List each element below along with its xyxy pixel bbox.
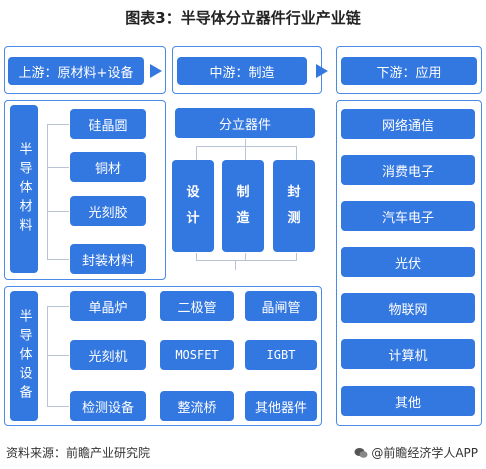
process-char: 设 (186, 185, 200, 200)
arrow-right-icon (316, 64, 328, 78)
mid-head: 分立器件 (175, 108, 315, 138)
device-item: 整流桥 (160, 391, 234, 421)
materials-item-label: 硅晶圆 (88, 118, 128, 134)
brand-footer: @前瞻经济学人APP (354, 444, 478, 461)
device-item: MOSFET (160, 340, 234, 370)
device-label: MOSFET (175, 348, 219, 362)
equipment-label: 半导体设备 (10, 291, 38, 421)
mid-connector (245, 253, 246, 261)
brand-label: @前瞻经济学人APP (371, 446, 478, 460)
downstream-outline (336, 46, 482, 94)
application-item: 物联网 (341, 293, 475, 323)
materials-connector (47, 211, 69, 212)
equipment-connector (47, 406, 69, 407)
mid-connector (245, 146, 246, 160)
materials-item: 铜材 (70, 152, 146, 182)
equipment-item-label: 光刻机 (88, 349, 128, 365)
application-item: 光伏 (341, 247, 475, 277)
upstream-box: 上游：原材料+设备 (8, 57, 144, 85)
device-item: 二极管 (160, 291, 234, 321)
materials-item-label: 光刻胶 (88, 205, 128, 221)
materials-item: 光刻胶 (70, 196, 146, 226)
application-label: 其他 (394, 395, 421, 411)
arrow-right-icon (150, 64, 162, 78)
application-item: 网络通信 (341, 109, 475, 139)
application-item: 其他 (341, 386, 475, 416)
process-char: 造 (236, 211, 250, 226)
device-item: 晶闸管 (245, 291, 317, 321)
application-label: 计算机 (388, 348, 428, 364)
equipment-label-text: 半导体设备 (16, 308, 32, 404)
equipment-connector (47, 355, 69, 356)
mid-connector (196, 260, 296, 261)
process-manufacture: 制 造 (222, 160, 264, 252)
process-design: 设 计 (172, 160, 214, 252)
materials-item: 硅晶圆 (70, 109, 146, 139)
mid-connector (196, 146, 296, 147)
application-item: 计算机 (341, 339, 475, 369)
equipment-item-label: 检测设备 (81, 400, 134, 416)
midstream-box: 中游：制造 (177, 57, 307, 85)
application-item: 汽车电子 (341, 201, 475, 231)
upstream-outline (4, 46, 166, 94)
midstream-label: 中游：制造 (209, 65, 275, 81)
mid-connector (196, 253, 197, 261)
process-packaging: 封 测 (273, 160, 315, 252)
materials-label-text: 半导体材料 (16, 141, 32, 237)
materials-item: 封装材料 (70, 244, 146, 274)
materials-connector (47, 124, 69, 125)
downstream-box: 下游：应用 (341, 57, 477, 85)
applications-outline (336, 100, 482, 426)
mid-connector (296, 146, 297, 160)
downstream-label: 下游：应用 (376, 65, 442, 81)
materials-outline (4, 100, 166, 280)
mid-connector (235, 260, 236, 270)
process-char: 计 (186, 211, 200, 226)
device-label: 其他器件 (254, 400, 307, 416)
source-note: 资料来源：前瞻产业研究院 (6, 446, 151, 460)
process-char: 测 (287, 211, 301, 226)
brand-logo-icon (354, 447, 368, 458)
equipment-connector (47, 306, 69, 307)
upstream-label: 上游：原材料+设备 (18, 65, 134, 81)
equipment-item-label: 单晶炉 (88, 300, 128, 316)
mid-connector (245, 139, 246, 147)
device-label: IGBT (266, 348, 296, 362)
application-label: 物联网 (388, 302, 428, 318)
materials-item-label: 封装材料 (81, 253, 134, 269)
equipment-item: 单晶炉 (70, 291, 146, 321)
device-label: 晶闸管 (261, 300, 301, 316)
device-label: 整流桥 (177, 400, 217, 416)
equipment-outline (4, 286, 322, 426)
equipment-item: 检测设备 (70, 391, 146, 421)
mid-connector (196, 146, 197, 160)
application-item: 消费电子 (341, 155, 475, 185)
equipment-item: 光刻机 (70, 340, 146, 370)
device-label: 二极管 (177, 300, 217, 316)
materials-connector (47, 124, 48, 260)
materials-connector (47, 167, 69, 168)
mid-connector (296, 253, 297, 261)
equipment-connector (47, 306, 48, 406)
device-item: 其他器件 (245, 391, 317, 421)
process-char: 封 (287, 185, 301, 200)
process-char: 制 (236, 185, 250, 200)
application-label: 网络通信 (381, 118, 434, 134)
application-label: 光伏 (394, 256, 421, 272)
materials-item-label: 铜材 (94, 161, 121, 177)
mid-head-label: 分立器件 (218, 117, 271, 133)
application-label: 消费电子 (381, 164, 434, 180)
application-label: 汽车电子 (381, 210, 434, 226)
materials-label: 半导体材料 (10, 105, 38, 273)
page-title: 图表3：半导体分立器件行业产业链 (125, 9, 361, 27)
materials-connector (47, 259, 69, 260)
device-item: IGBT (245, 340, 317, 370)
